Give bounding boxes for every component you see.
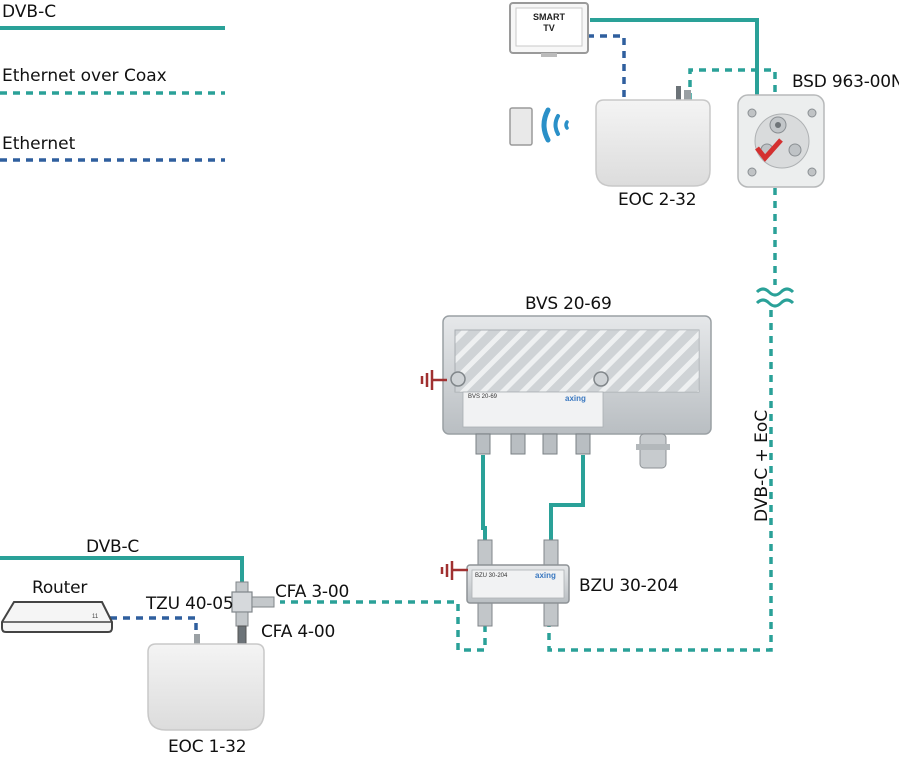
eoc-2-32-label: EOC 2-32 [618, 190, 697, 210]
cable-bvs-bzu-2 [549, 455, 585, 545]
cfa-3-00-label: CFA 3-00 [275, 582, 350, 602]
tablet-icon [509, 107, 533, 146]
tzu-label: TZU 40-05 [146, 594, 234, 614]
eoc-1-32-label: EOC 1-32 [168, 737, 247, 757]
cable-router-ethernet [110, 616, 198, 642]
router-icon: 11 [1, 601, 113, 633]
smart-tv-label: SMART TV [525, 12, 573, 34]
eoc-adapter-icon [231, 581, 275, 645]
bvs-label: BVS 20-69 [525, 294, 612, 314]
legend-dvbc-label: DVB-C [2, 2, 57, 22]
ground-icon [440, 561, 468, 580]
router-label: Router [32, 578, 88, 598]
cable-dvbc-input [0, 556, 244, 585]
eoc-2-32-device [595, 86, 711, 187]
cable-ethernet-tv [587, 34, 626, 100]
bzu-label: BZU 30-204 [579, 576, 679, 596]
wall-socket-icon [737, 94, 825, 188]
smart-tv-icon [509, 2, 589, 57]
ground-icon [420, 370, 447, 390]
splitter-icon [466, 539, 570, 627]
trunk-label: DVB-C + EoC [752, 409, 772, 522]
smart-tv-label-line2: TV [543, 23, 555, 33]
smart-tv-label-line1: SMART [533, 12, 565, 22]
cfa-4-00-label: CFA 4-00 [261, 622, 336, 642]
bsd-label: BSD 963-00N [792, 72, 899, 92]
amplifier-icon [442, 315, 712, 469]
svg-text:11: 11 [92, 614, 99, 620]
cable-bvs-bzu-1 [481, 455, 487, 545]
bvs-brand-logo: axing [565, 394, 586, 403]
wifi-icon [541, 107, 569, 143]
bzu-device-print: BZU 30-204 [475, 573, 508, 579]
eoc-1-32-device [147, 634, 265, 731]
cable-break-symbol [755, 287, 795, 297]
legend-eoc-label: Ethernet over Coax [2, 66, 167, 86]
cable-bzu-out [280, 600, 487, 652]
bzu-brand-logo: axing [535, 571, 556, 580]
cable-break-symbol-2 [755, 298, 795, 308]
legend-ethernet-label: Ethernet [2, 134, 76, 154]
cable-trunk-bottom [547, 310, 773, 652]
dvbc-input-label: DVB-C [86, 537, 140, 557]
bvs-device-print: BVS 20-69 [468, 394, 498, 400]
